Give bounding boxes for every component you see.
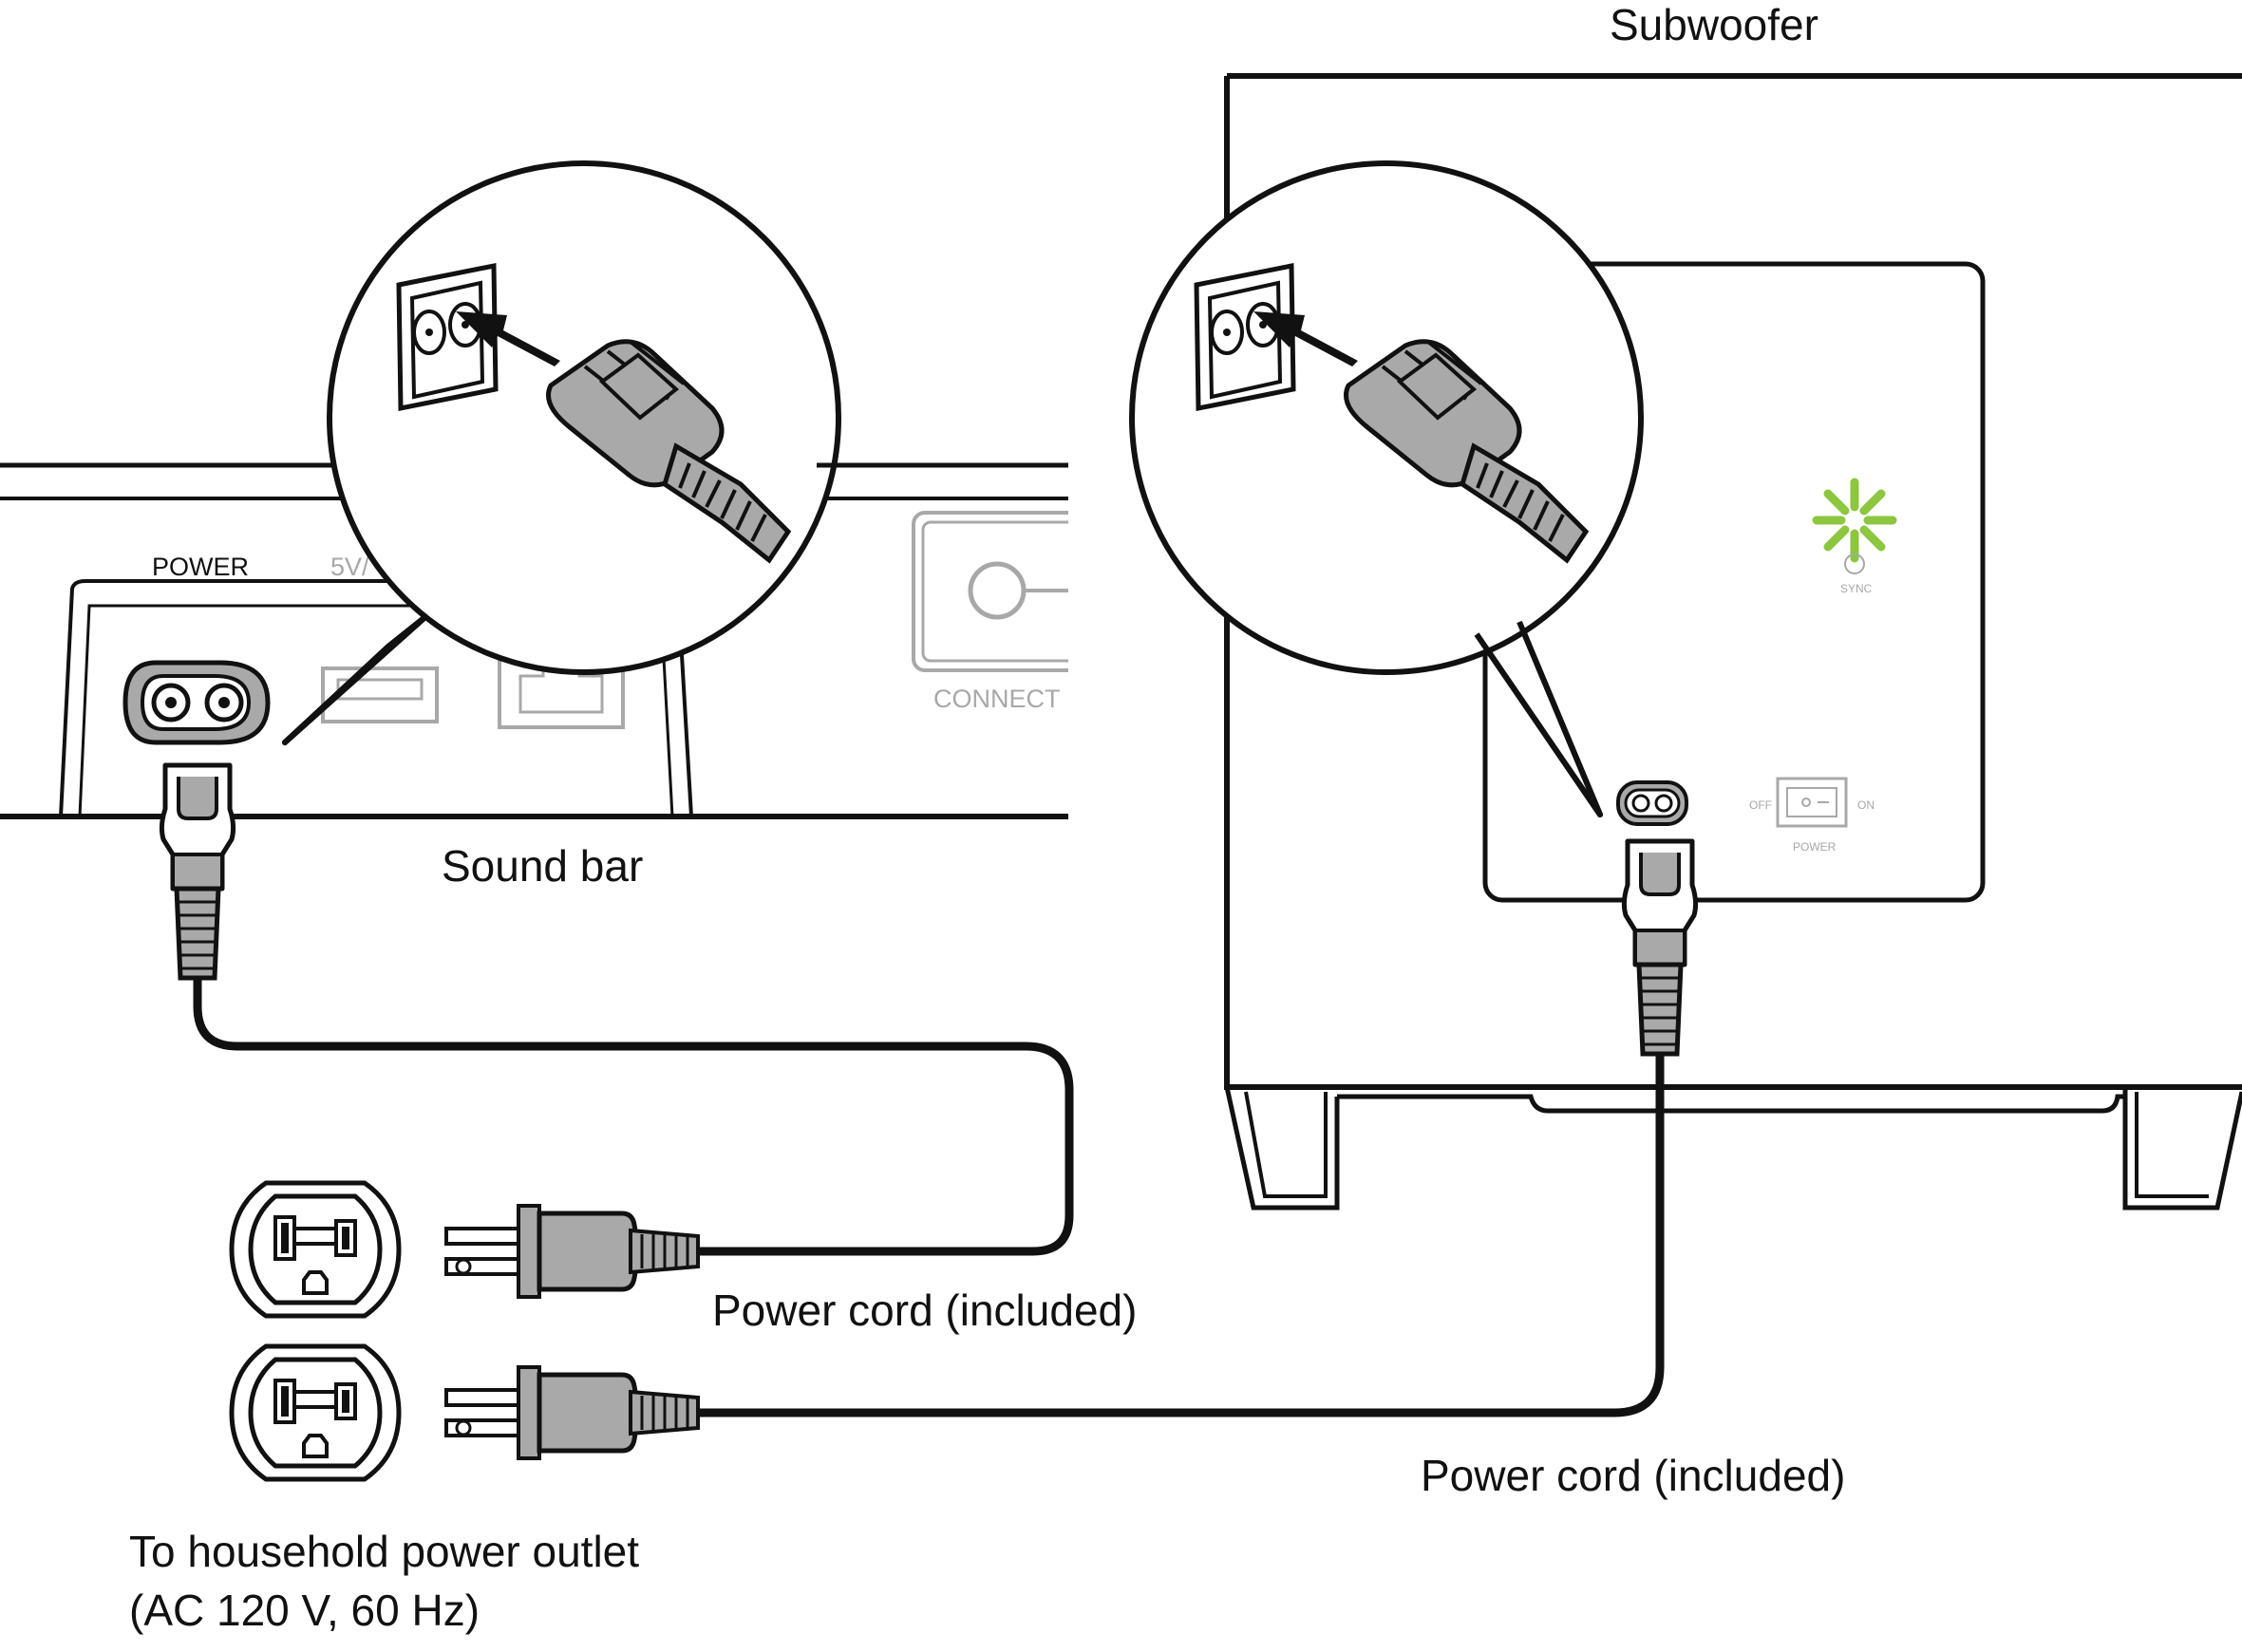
soundbar-power-label: POWER xyxy=(152,553,249,581)
soundbar-usb-label: 5V/ xyxy=(330,553,369,581)
sound-bar-label: Sound bar xyxy=(442,841,643,891)
power-cord-label-upper: Power cord (included) xyxy=(712,1286,1137,1335)
sync-label: SYNC xyxy=(1840,582,1873,595)
subwoofer-ac-inlet-icon xyxy=(1616,780,1688,826)
subwoofer-power-cord xyxy=(693,1054,1665,1417)
subwoofer-power-label: POWER xyxy=(1793,840,1837,854)
soundbar-power-cord xyxy=(193,978,1074,1256)
soundbar-zoom-callout xyxy=(282,160,841,745)
subwoofer-power-switch[interactable] xyxy=(1776,777,1848,828)
soundbar-connect-button-icon xyxy=(912,511,1096,672)
wall-plug-lower xyxy=(446,1367,698,1458)
outlet-label-line1: To household power outlet xyxy=(129,1527,639,1576)
wall-outlet-lower-icon xyxy=(232,1346,399,1479)
switch-on-label: ON xyxy=(1857,798,1875,812)
subwoofer-label: Subwoofer xyxy=(1610,0,1818,49)
wall-outlet-upper-icon xyxy=(232,1183,399,1316)
soundbar-connect-label: CONNECT xyxy=(933,685,1061,713)
power-cord-label-lower: Power cord (included) xyxy=(1421,1451,1845,1500)
sound-bar: POWER 5V/ CONNECT xyxy=(0,456,1125,835)
sync-led-icon xyxy=(1812,478,1897,574)
soundbar-ac-inlet-icon xyxy=(122,660,271,745)
switch-off-label: OFF xyxy=(1749,798,1772,812)
wall-plug-upper xyxy=(446,1206,698,1297)
outlet-label-line2: (AC 120 V, 60 Hz) xyxy=(129,1586,480,1635)
subwoofer-power-plug xyxy=(1624,841,1695,1054)
subwoofer-zoom-callout xyxy=(1129,160,1644,817)
soundbar-power-plug xyxy=(161,765,233,978)
